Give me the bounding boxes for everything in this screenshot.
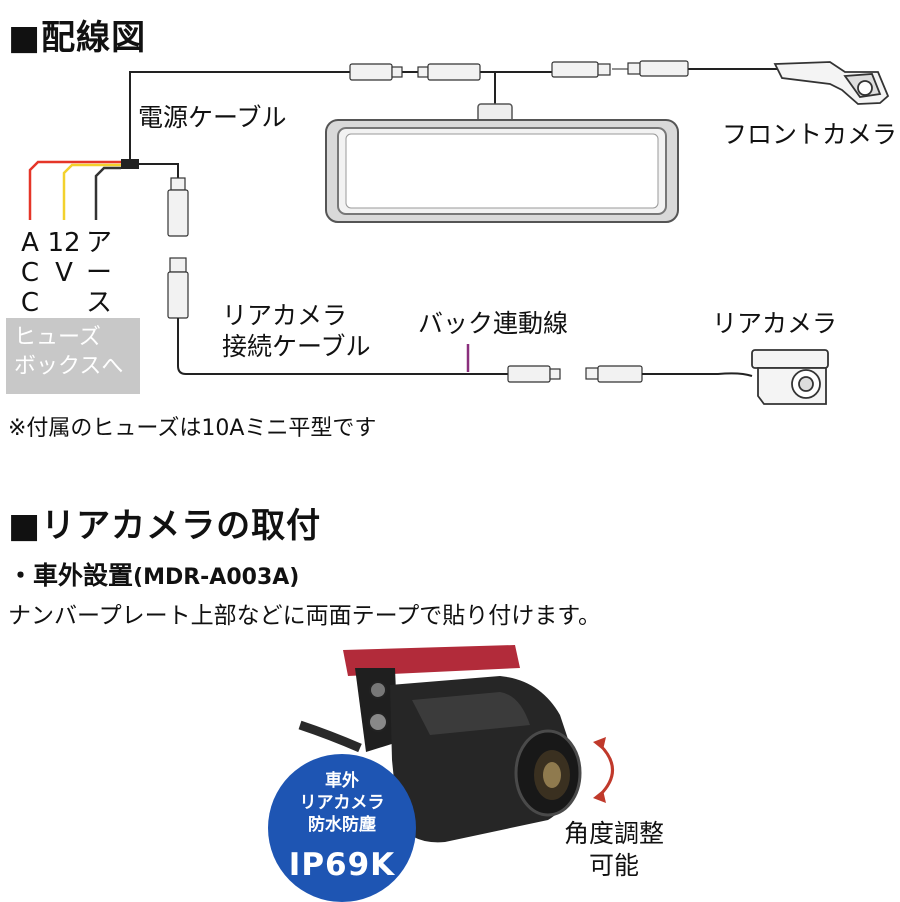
rear-camera-photo-illustration [298, 645, 582, 843]
install-type: ・車外設置 [8, 561, 134, 590]
back-link-label: バック連動線 [418, 309, 569, 338]
wiring-title: ■配線図 [8, 18, 147, 58]
rear-cable-label: リアカメラ 接続ケーブル [222, 301, 371, 361]
mirror-monitor-illustration [325, 103, 679, 223]
rear-camera-small-illustration [751, 349, 829, 405]
fuse-box-label: ヒューズ ボックスへ [6, 318, 140, 394]
acc-label: A C C [20, 228, 40, 318]
connector-icon [349, 60, 689, 81]
waterproof-badge: 車外 リアカメラ 防水防塵 IP69K [268, 754, 416, 902]
front-camera-illustration [773, 61, 890, 105]
model-number: (MDR-A003A) [133, 565, 300, 590]
earth-label: ア ー ス [85, 228, 112, 318]
12v-label: 12 V [47, 228, 81, 288]
fuse-note: ※付属のヒューズは10Aミニ平型です [8, 416, 377, 441]
front-camera-label: フロントカメラ [722, 120, 898, 149]
angle-adjust-label: 角度調整 可能 [563, 819, 664, 880]
mounting-title: ■リアカメラの取付 [8, 506, 322, 546]
mounting-description: ナンバープレート上部などに両面テープで貼り付けます。 [8, 603, 601, 629]
rear-camera-label: リアカメラ [712, 309, 838, 338]
power-cable-label: 電源ケーブル [138, 103, 287, 132]
subtitle-line: ・車外設置(MDR-A003A) [8, 556, 299, 592]
ip-rating: IP69K [288, 847, 396, 883]
angle-adjust-arrow-icon [593, 737, 614, 803]
